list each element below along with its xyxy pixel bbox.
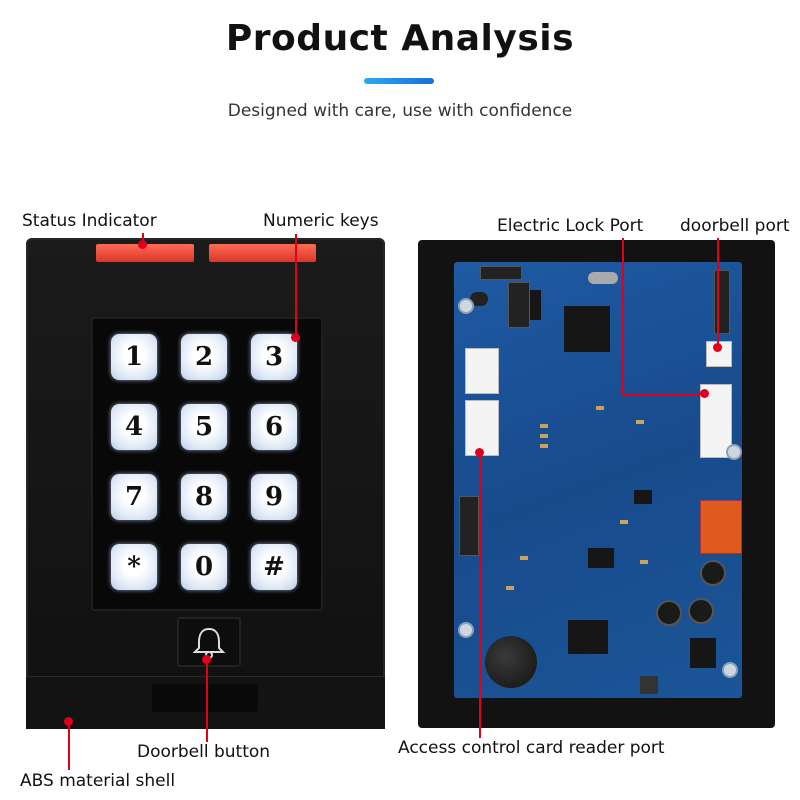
leader-dot bbox=[138, 240, 147, 249]
key-5[interactable]: 5 bbox=[181, 404, 227, 450]
page-subtitle: Designed with care, use with confidence bbox=[227, 101, 573, 121]
shell-bottom-slot bbox=[152, 684, 258, 712]
ic-u2 bbox=[690, 638, 716, 668]
leader-line bbox=[622, 393, 704, 395]
smd-resistor bbox=[636, 420, 644, 424]
connector-j6 bbox=[459, 496, 479, 556]
reset-switch bbox=[640, 676, 658, 694]
label-card-reader-port: Access control card reader port bbox=[398, 738, 665, 758]
capacitor-c25 bbox=[656, 600, 682, 626]
key-7[interactable]: 7 bbox=[111, 474, 157, 520]
smd-resistor bbox=[640, 560, 648, 564]
smd-resistor bbox=[520, 556, 528, 560]
leader-dot bbox=[64, 717, 73, 726]
leader-line bbox=[142, 233, 144, 245]
leader-line bbox=[206, 660, 208, 742]
leader-dot bbox=[713, 343, 722, 352]
key-0[interactable]: 0 bbox=[181, 544, 227, 590]
leader-line bbox=[622, 238, 624, 394]
buzzer bbox=[485, 636, 537, 688]
leader-dot bbox=[700, 389, 709, 398]
jumper-jp4 bbox=[508, 282, 530, 328]
mounting-hole bbox=[722, 662, 738, 678]
smd-resistor bbox=[540, 434, 548, 438]
ic-u4 bbox=[588, 548, 614, 568]
microcontroller-chip bbox=[564, 306, 610, 352]
capacitor-c5 bbox=[688, 598, 714, 624]
smd-resistor bbox=[540, 444, 548, 448]
leader-line bbox=[68, 722, 70, 770]
mounting-hole bbox=[458, 622, 474, 638]
label-abs-shell: ABS material shell bbox=[20, 771, 176, 791]
relay bbox=[700, 500, 742, 554]
key-1[interactable]: 1 bbox=[111, 334, 157, 380]
connector-j4 bbox=[465, 400, 499, 456]
connector-j7 bbox=[480, 266, 522, 280]
key-hash[interactable]: # bbox=[251, 544, 297, 590]
key-4[interactable]: 4 bbox=[111, 404, 157, 450]
crystal-oscillator bbox=[588, 272, 618, 284]
leader-line bbox=[717, 238, 719, 346]
capacitor-c1 bbox=[470, 292, 488, 306]
key-6[interactable]: 6 bbox=[251, 404, 297, 450]
label-status-indicator: Status Indicator bbox=[22, 211, 157, 231]
status-indicator-led-right bbox=[209, 244, 316, 262]
leader-line bbox=[479, 452, 481, 738]
page-title: Product Analysis bbox=[225, 18, 575, 59]
smd-resistor bbox=[506, 586, 514, 590]
key-9[interactable]: 9 bbox=[251, 474, 297, 520]
capacitor-c2 bbox=[700, 560, 726, 586]
key-star[interactable]: * bbox=[111, 544, 157, 590]
connector-j3 bbox=[465, 348, 499, 394]
label-numeric-keys: Numeric keys bbox=[263, 211, 379, 231]
leader-dot bbox=[202, 655, 211, 664]
label-electric-lock-port: Electric Lock Port bbox=[497, 216, 644, 236]
smd-resistor bbox=[540, 424, 548, 428]
title-underline bbox=[364, 78, 434, 84]
leader-dot bbox=[291, 333, 300, 342]
smd-resistor bbox=[596, 406, 604, 410]
key-8[interactable]: 8 bbox=[181, 474, 227, 520]
mounting-hole bbox=[458, 298, 474, 314]
smd-resistor bbox=[620, 520, 628, 524]
status-indicator-led-left bbox=[96, 244, 194, 262]
mosfet-block bbox=[568, 620, 608, 654]
label-doorbell-button: Doorbell button bbox=[137, 742, 271, 762]
mounting-hole bbox=[726, 444, 742, 460]
label-doorbell-port: doorbell port bbox=[680, 216, 790, 236]
leader-line bbox=[295, 234, 297, 336]
key-3[interactable]: 3 bbox=[251, 334, 297, 380]
key-2[interactable]: 2 bbox=[181, 334, 227, 380]
transistor bbox=[634, 490, 652, 504]
